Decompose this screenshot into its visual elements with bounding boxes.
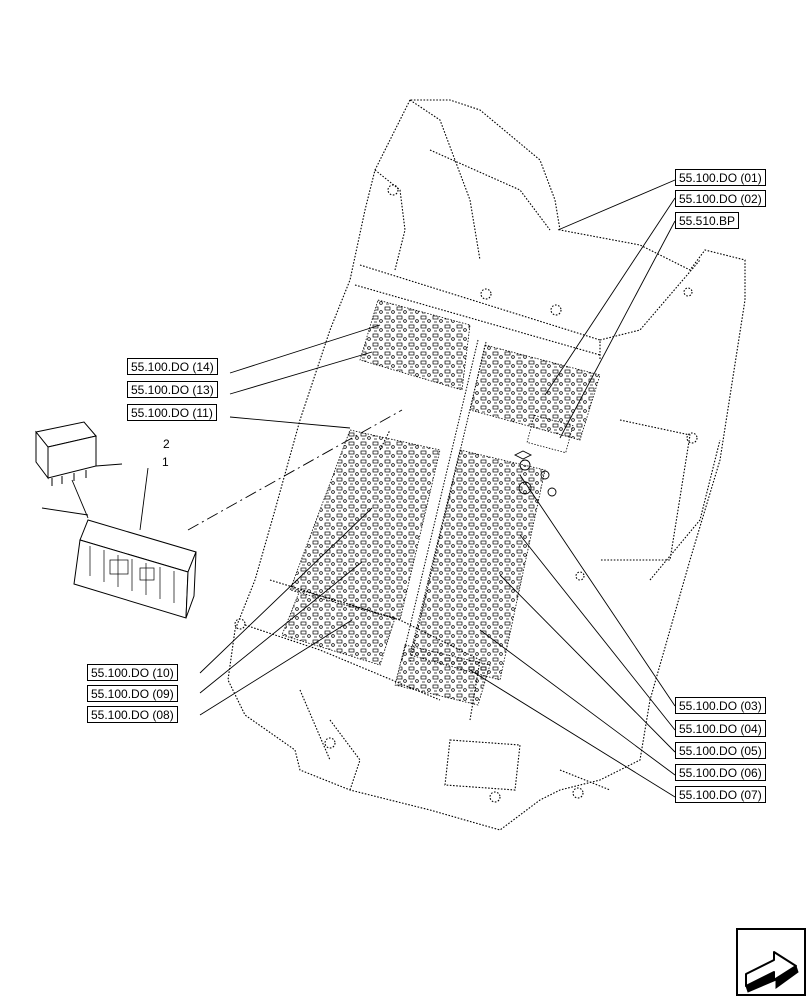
explode-lines [41,409,403,531]
callout-55-100-do-07[interactable]: 55.100.DO (07) [675,786,766,803]
item-number-relay: 2 [163,437,170,451]
callout-55-100-do-04[interactable]: 55.100.DO (04) [675,720,766,737]
callout-55-100-do-10[interactable]: 55.100.DO (10) [87,664,178,681]
fuse-block-right-upper [469,344,601,441]
item-number-fuse-box: 1 [162,455,169,469]
divider-rail [401,339,487,663]
relay-slot [526,414,574,454]
callout-55-100-do-02[interactable]: 55.100.DO (02) [675,190,766,207]
callout-55-100-do-13[interactable]: 55.100.DO (13) [127,381,218,398]
callout-55-100-do-06[interactable]: 55.100.DO (06) [675,764,766,781]
fuse-block-left-main [289,429,441,621]
fuse-block-lower-left [281,589,396,666]
callout-55-100-do-11[interactable]: 55.100.DO (11) [127,404,217,421]
leader-lines [199,179,676,798]
callout-55-100-do-08[interactable]: 55.100.DO (08) [87,706,178,723]
callout-55-510-bp[interactable]: 55.510.BP [675,212,740,229]
callout-55-100-do-03[interactable]: 55.100.DO (03) [675,697,766,714]
fuse-block-right-main [409,449,546,681]
callout-55-100-do-14[interactable]: 55.100.DO (14) [127,358,218,375]
arrow-next-page-icon[interactable] [736,928,806,996]
fuse-block-upper-left [359,299,471,391]
fuse-box-part [73,519,197,619]
callout-55-100-do-01[interactable]: 55.100.DO (01) [675,169,766,186]
callout-55-100-do-05[interactable]: 55.100.DO (05) [675,742,766,759]
relay-part [35,421,97,486]
callout-55-100-do-09[interactable]: 55.100.DO (09) [87,685,178,702]
fuse-block-bottom [394,644,491,706]
sensor-components [513,450,557,497]
